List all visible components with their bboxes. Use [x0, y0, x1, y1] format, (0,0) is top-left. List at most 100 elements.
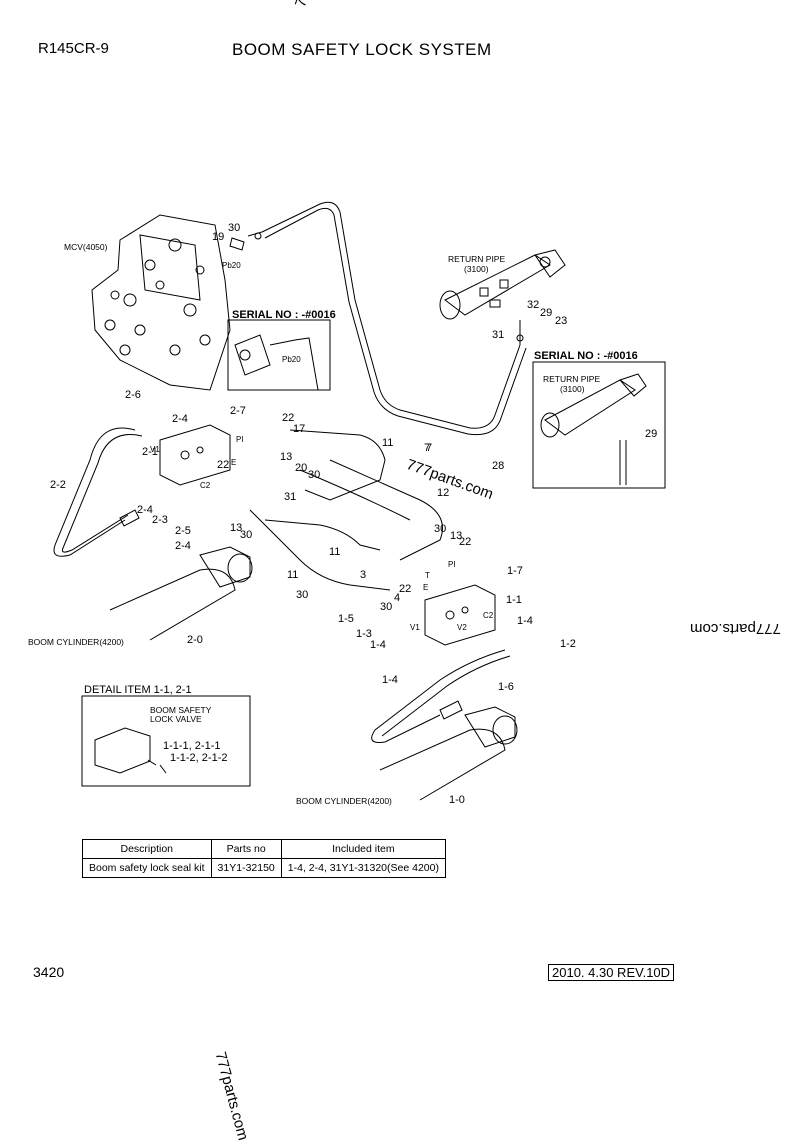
part-callout: 11 — [329, 546, 340, 558]
lock-valve-2-1 — [159, 424, 231, 486]
detail-caption: DETAIL ITEM 1-1, 2-1 — [84, 684, 192, 696]
table-row: Boom safety lock seal kit 31Y1-32150 1-4… — [82, 858, 446, 878]
mcv-valve-block — [91, 214, 231, 391]
part-callout: 30 — [228, 222, 240, 234]
lock-valve-1-1 — [424, 584, 496, 646]
port-label: C2 — [200, 481, 211, 490]
part-callout: 30 — [240, 529, 252, 541]
label-return-pipe: RETURN PIPE — [543, 374, 600, 384]
table-header-row: Description Parts no Included item — [82, 839, 446, 859]
port-label: E — [423, 583, 428, 592]
part-callout: 30 — [380, 601, 392, 613]
part-callout: 1-6 — [498, 681, 514, 693]
part-callout: 2-4 — [172, 413, 188, 425]
part-callout: 2-1 — [142, 446, 158, 458]
part-callout: 2-5 — [175, 525, 191, 537]
parts-table: Description Parts no Included item Boom … — [82, 839, 446, 878]
label-return-pipe-ref: (3100) — [464, 264, 489, 274]
part-callout: 3 — [360, 569, 366, 581]
part-callout: 2-7 — [230, 405, 246, 417]
part-callout: 7 — [424, 442, 430, 454]
column-header: Included item — [280, 839, 446, 859]
part-callout: 29 — [540, 307, 552, 319]
part-callout: 4 — [394, 592, 400, 604]
table-cell: Boom safety lock seal kit — [82, 858, 212, 878]
part-callout: 31 — [492, 329, 504, 341]
part-callout: 2-6 — [125, 389, 141, 401]
table-cell: 1-4, 2-4, 31Y1-31320(See 4200) — [280, 858, 446, 878]
part-callout: 22 — [282, 412, 294, 424]
part-callout: 32 — [527, 299, 539, 311]
part-callout: 1-3 — [356, 628, 372, 640]
label-serial-1: SERIAL NO : -#0016 — [232, 309, 336, 321]
part-callout: 22 — [459, 536, 471, 548]
detail-inset — [81, 695, 251, 787]
part-callout: 11 — [287, 569, 298, 581]
port-label: V1 — [150, 445, 160, 454]
part-callout: 20 — [295, 462, 307, 474]
part-callout: 1-4 — [382, 674, 398, 686]
part-callout: 23 — [555, 315, 567, 327]
part-callout: 22 — [399, 583, 411, 595]
part-callout: 1-1 — [506, 594, 522, 606]
label-detail-valve: BOOM SAFETY — [150, 705, 212, 715]
part-callout: 22 — [217, 459, 229, 471]
label-serial-2: SERIAL NO : -#0016 — [534, 350, 638, 362]
part-callout: 7 — [426, 442, 432, 454]
part-callout: 1-7 — [507, 565, 523, 577]
part-callout: 2-0 — [187, 634, 203, 646]
page-title: BOOM SAFETY LOCK SYSTEM — [232, 40, 492, 59]
part-callout: 1-2 — [560, 638, 576, 650]
port-label: E — [231, 458, 236, 467]
part-callout: 13 — [230, 522, 242, 534]
part-callout: 1-0 — [449, 794, 465, 806]
part-callout: 2-4 — [137, 504, 153, 516]
part-callout: 1-4 — [517, 615, 533, 627]
part-callout: 1-5 — [338, 613, 354, 625]
serial-inset-1 — [227, 319, 331, 391]
return-pipe — [439, 249, 566, 320]
part-callout: 17 — [293, 423, 305, 435]
part-callout: 11 — [382, 437, 393, 449]
part-callout: 2-2 — [50, 479, 66, 491]
part-callout: 2-4 — [175, 540, 191, 552]
part-callout: 30 — [434, 523, 446, 535]
part-callout: 30 — [308, 469, 320, 481]
port-label: PI — [448, 560, 456, 569]
label-detail-valve: LOCK VALVE — [150, 714, 202, 724]
port-label: PI — [236, 435, 244, 444]
part-callout: 19 — [212, 231, 224, 243]
part-callout: 1-4 — [370, 639, 386, 651]
label-boom-cylinder: BOOM CYLINDER(4200) — [296, 796, 392, 806]
port-label: T — [425, 571, 430, 580]
revision-date: 2010. 4.30 REV.10D — [548, 964, 675, 981]
page-number: 3420 — [33, 964, 65, 980]
boom-cylinder-right — [379, 706, 518, 801]
part-callout: 13 — [450, 530, 462, 542]
label-detail-items: 1-1-1, 2-1-1 — [163, 740, 220, 752]
port-label: V1 — [410, 623, 420, 632]
serial-inset-2 — [532, 361, 666, 489]
boom-cylinder-left — [109, 546, 253, 641]
table-cell: 31Y1-32150 — [210, 858, 282, 878]
label-return-pipe-ref: (3100) — [560, 384, 585, 394]
port-label: C2 — [483, 611, 494, 620]
label-mcv: MCV(4050) — [64, 242, 108, 252]
column-header: Parts no — [210, 839, 282, 859]
part-callout: 30 — [296, 589, 308, 601]
label-return-pipe: RETURN PIPE — [448, 254, 505, 264]
part-callout: 31 — [284, 491, 296, 503]
label-boom-cylinder: BOOM CYLINDER(4200) — [28, 637, 124, 647]
part-callout: 13 — [280, 451, 292, 463]
port-label: Pb20 — [282, 355, 301, 364]
label-detail-items: 1-1-2, 2-1-2 — [170, 752, 227, 764]
port-label: Pb20 — [222, 261, 241, 270]
part-callout: 2-3 — [152, 514, 168, 526]
part-callout: 12 — [437, 487, 449, 499]
parts-diagram: MCV(4050) RETURN PIPE (3100) RETURN PIPE… — [28, 201, 666, 806]
part-callout: 29 — [645, 428, 657, 440]
port-label: V2 — [457, 623, 467, 632]
column-header: Description — [82, 839, 212, 859]
part-callout: 28 — [492, 460, 504, 472]
model-code: R145CR-9 — [38, 40, 109, 57]
